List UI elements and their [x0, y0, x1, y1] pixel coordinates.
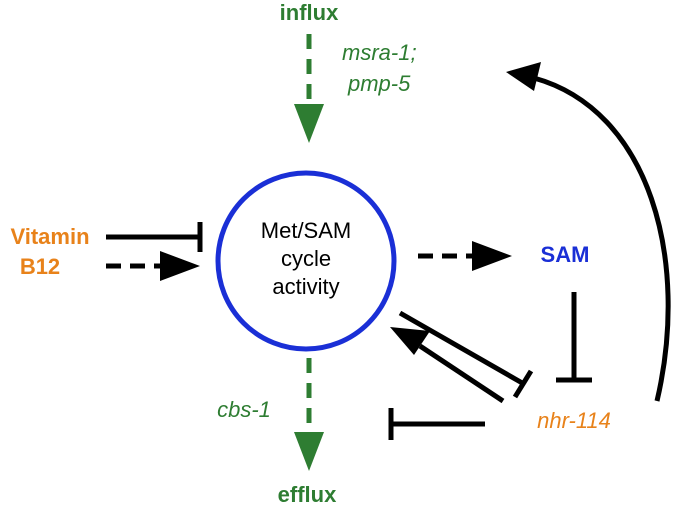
influx-arrowhead — [294, 104, 324, 143]
influx-gene-label-2: pmp-5 — [347, 71, 411, 96]
nhr-activation-arrowhead — [390, 327, 430, 355]
efflux-arrowhead — [294, 432, 324, 471]
nhr-activation-shaft — [418, 343, 505, 404]
met-sam-cycle-node — [215, 170, 397, 352]
cycle-label-line-2: cycle — [281, 246, 331, 271]
efflux-label: efflux — [278, 482, 337, 506]
influx-label: influx — [280, 0, 339, 25]
cycle-label-line-1: Met/SAM — [261, 218, 351, 243]
sam-label: SAM — [541, 242, 590, 267]
vitamin-b12-label-line-2: B12 — [20, 254, 60, 279]
vitamin-b12-label-line-1: Vitamin — [10, 224, 89, 249]
cycle-to-sam-arrowhead — [472, 241, 512, 271]
cycle-inhibits-nhr-bar — [512, 369, 534, 399]
efflux-gene-label: cbs-1 — [217, 397, 271, 422]
cycle-label-line-3: activity — [272, 274, 339, 299]
cycle-inhibits-nhr-line — [398, 310, 526, 387]
nhr-feedback-arrowhead — [506, 62, 541, 91]
nhr-114-label: nhr-114 — [537, 408, 611, 433]
nhr-feedback-curve — [533, 75, 671, 402]
influx-gene-label-1: msra-1; — [342, 40, 417, 65]
vitamin-activation-arrowhead — [160, 251, 200, 281]
